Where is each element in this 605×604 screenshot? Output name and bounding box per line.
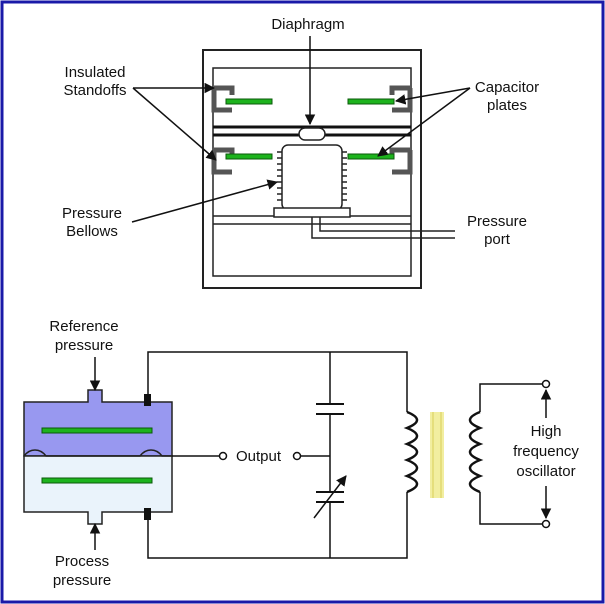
arrow-standoff-bottom [132,87,217,161]
label-insulated-2: Standoffs [63,82,126,99]
label-capacitor-1: Capacitor [475,79,539,96]
oscillator-terminal-bottom [541,519,551,529]
standoff-top-right [389,85,413,113]
capacitor-plate-top-right [347,98,395,105]
wire-bottom [147,492,408,559]
primary-coil [403,410,419,494]
arrow-plate-bottom [377,87,471,157]
label-port-1: Pressure [467,213,527,230]
reference-plate [41,427,153,434]
terminal-bottom [144,508,151,520]
label-process-1: Process [55,553,109,570]
arrow-plate-top [394,87,471,105]
label-bellows-2: Bellows [66,223,118,240]
label-insulated-1: Insulated [65,64,126,81]
label-bellows-1: Pressure [62,205,122,222]
sensor-circuit: Reference pressure Process pressure Outp… [23,318,579,589]
label-reference-2: pressure [55,337,113,354]
label-reference-1: Reference [49,318,118,335]
capacitor-plate-top-left [225,98,273,105]
label-oscillator-1: High [531,423,562,440]
label-process-2: pressure [53,572,111,589]
sensor-diaphragm [23,449,172,457]
sensor-cross-section: Diaphragm Insulated Standoffs Capacitor … [62,16,539,289]
pressure-port-tube [311,217,455,239]
process-plate [41,477,153,484]
label-capacitor-2: plates [487,97,527,114]
variable-capacitor-arrow [313,475,347,519]
output-terminal-left [218,451,228,461]
label-diaphragm: Diaphragm [271,16,344,33]
secondary-coil [468,410,484,494]
transformer-core [430,412,444,498]
label-oscillator-3: oscillator [516,463,575,480]
capacitor-plate-bottom-right [347,153,395,160]
capacitor-plate-bottom-left [225,153,273,160]
pressure-bellows [273,127,351,218]
arrow-bellows [131,179,279,223]
terminal-top [144,394,151,406]
label-output: Output [236,448,282,465]
output-terminal-right [292,451,302,461]
label-oscillator-2: frequency [513,443,579,460]
wire-oscillator [479,383,543,525]
standoff-top-left [211,85,235,113]
label-port-2: port [484,231,511,248]
process-chamber [23,455,173,525]
wire-top [147,351,408,412]
oscillator-terminal-top [541,379,551,389]
